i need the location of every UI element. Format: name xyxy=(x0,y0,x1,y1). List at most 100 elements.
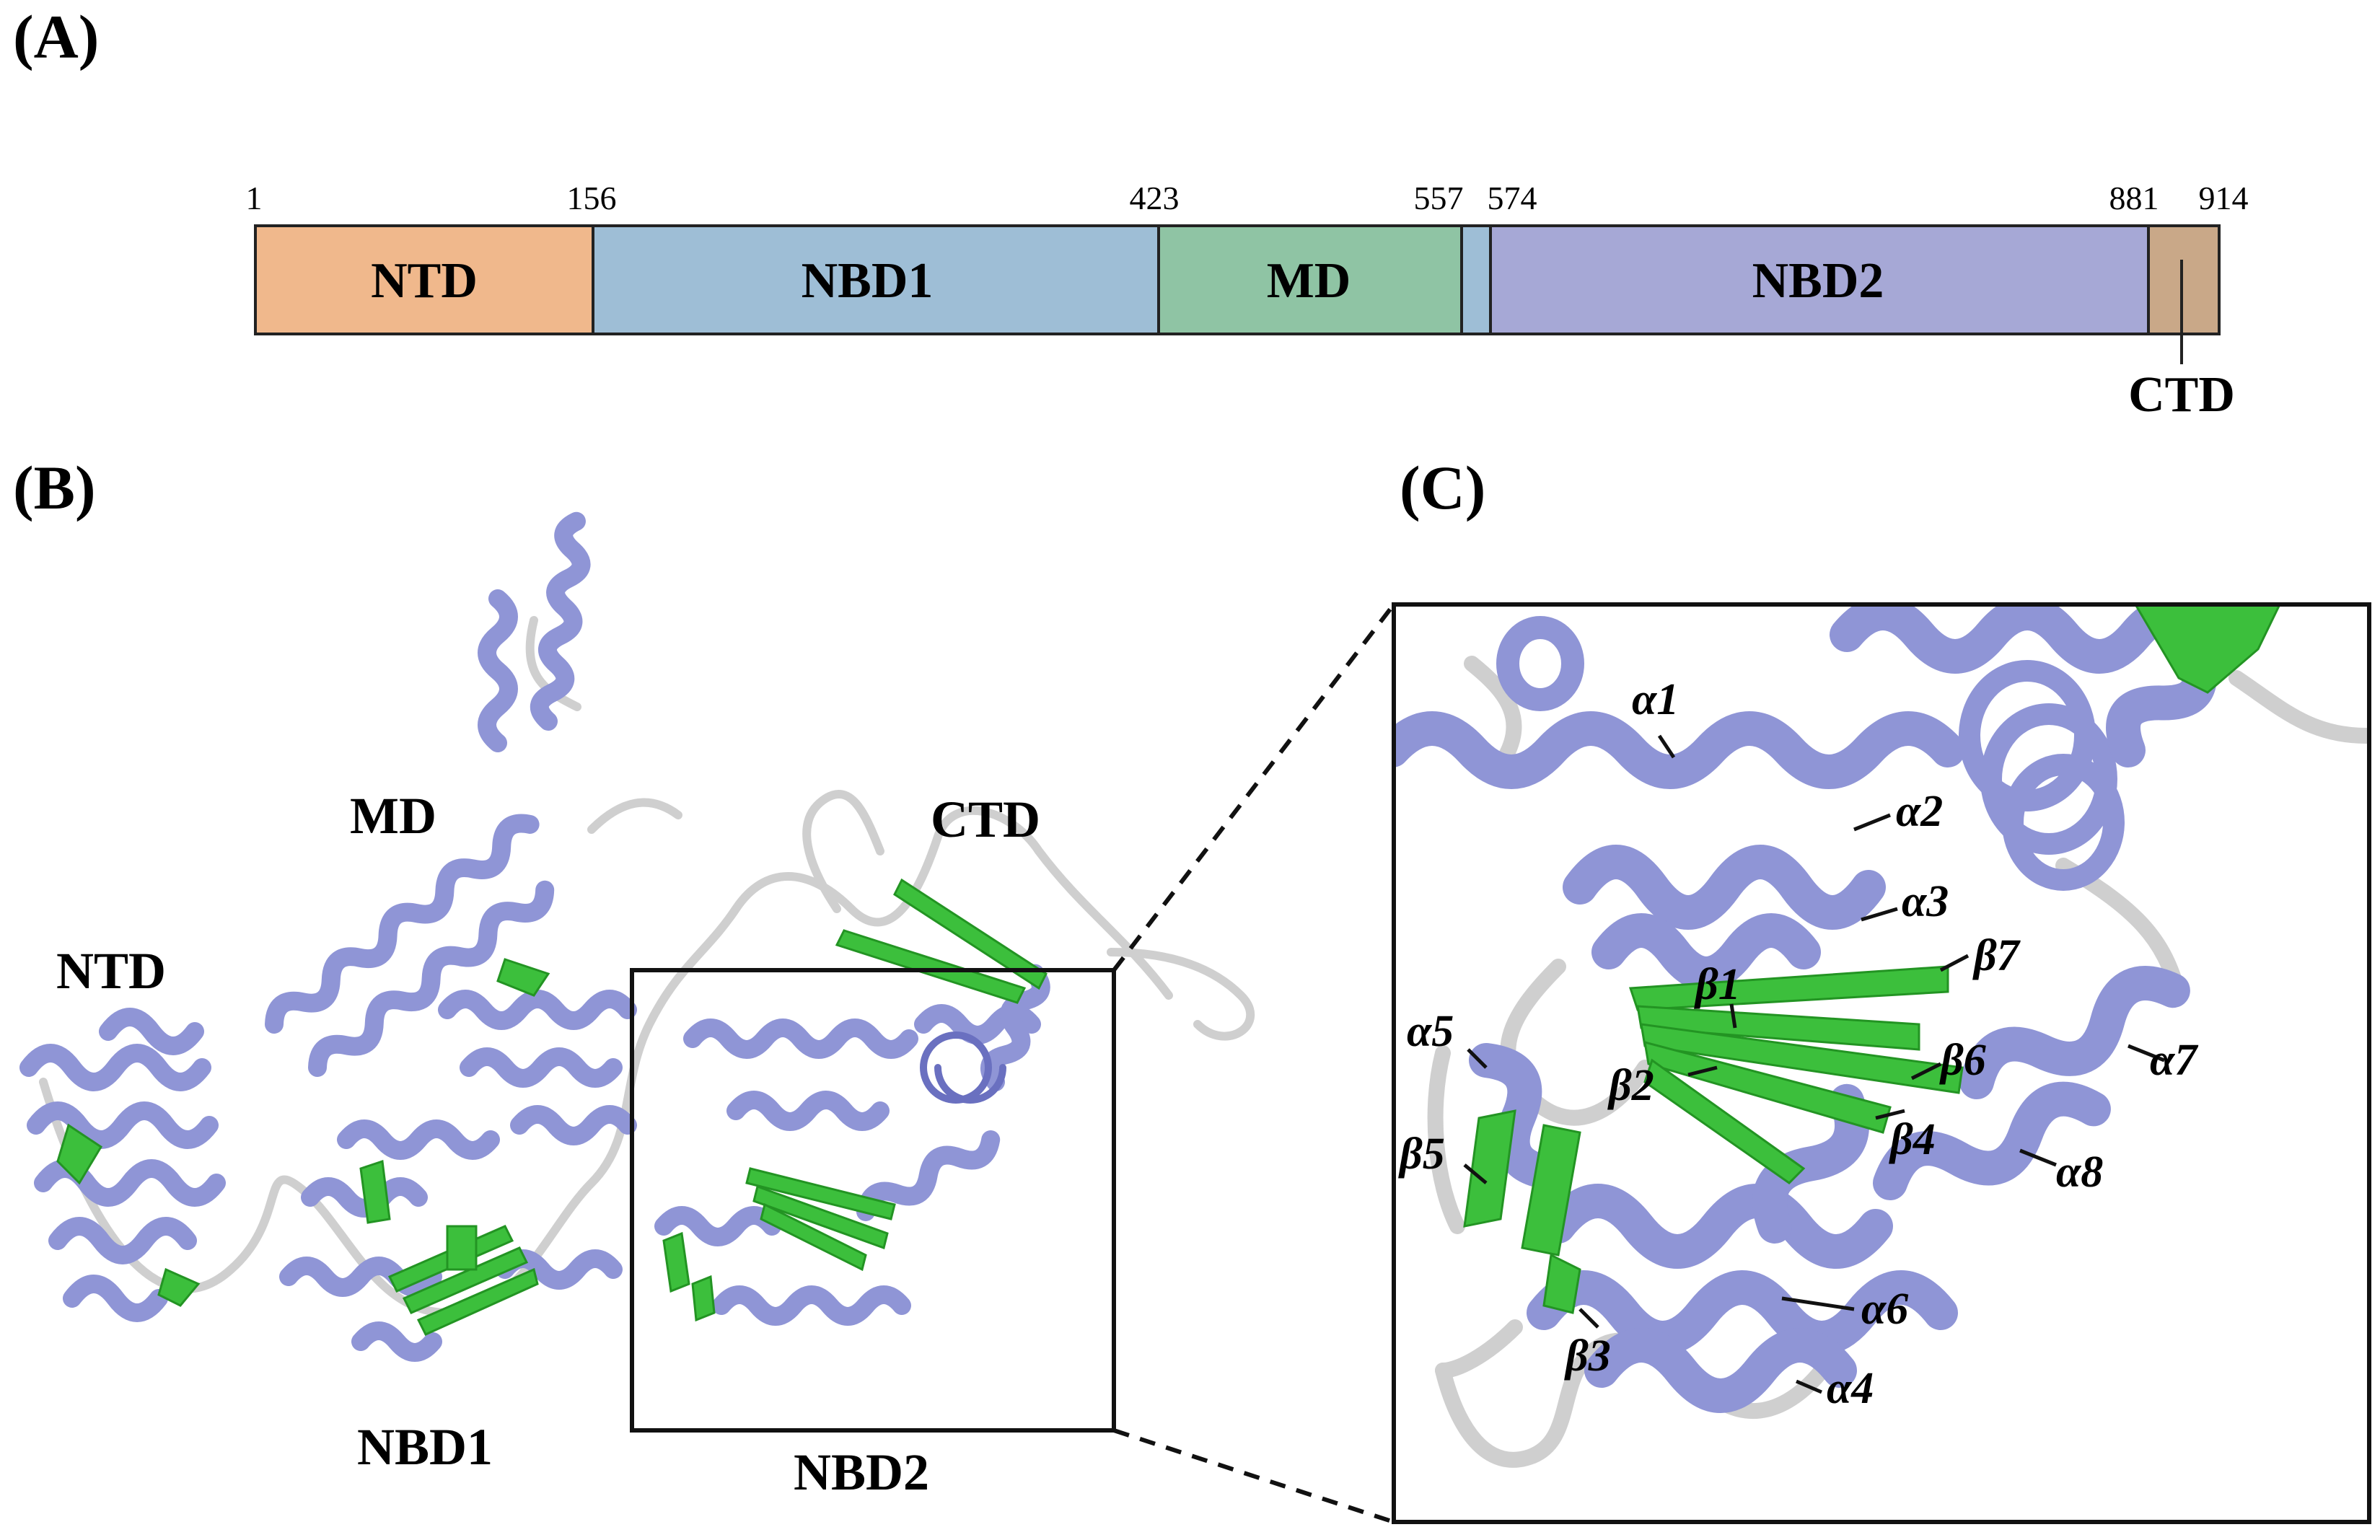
domain-segment-ntd xyxy=(254,224,594,335)
sheet xyxy=(157,1267,201,1307)
sheet xyxy=(662,1231,690,1293)
label-alpha7: α7 xyxy=(2150,1036,2199,1085)
helix xyxy=(683,1018,918,1059)
helix xyxy=(726,1091,890,1131)
helix xyxy=(301,1177,428,1218)
helix-alpha2 xyxy=(1563,845,1886,930)
structure-label-md: MD xyxy=(350,787,436,845)
position-label: 1 xyxy=(246,180,263,216)
domain-label-md: MD xyxy=(1267,253,1351,309)
helix-alpha1 xyxy=(1394,711,1965,789)
label-alpha4: α4 xyxy=(1827,1364,1874,1413)
strand-beta1 xyxy=(1636,1005,1920,1051)
zoom-connector-top xyxy=(1112,603,1396,972)
sheet xyxy=(496,958,550,997)
strand-beta3 xyxy=(1542,1253,1581,1314)
label-alpha6: α6 xyxy=(1861,1285,1908,1334)
zoom-box xyxy=(630,968,1116,1433)
domain-bar: NTD NBD1 MD NBD2 CTD 1 156 423 557 574 8… xyxy=(246,180,2249,423)
sheet xyxy=(56,1123,103,1185)
label-beta3: β3 xyxy=(1564,1332,1611,1381)
full-structure: MD CTD NTD NBD1 NBD2 xyxy=(19,511,1255,1501)
helix-end-on xyxy=(1959,660,2125,891)
strand-beta5 xyxy=(1463,1109,1516,1228)
helix-alpha7 xyxy=(1959,966,2190,1099)
sheet xyxy=(359,1159,391,1224)
loop-backbone xyxy=(39,806,1173,1318)
annotation-pointers xyxy=(1463,734,2165,1394)
sheet xyxy=(446,1225,478,1271)
helix xyxy=(856,1130,1001,1221)
ntd-structure xyxy=(19,1008,226,1322)
helix xyxy=(712,1285,911,1326)
structure-label-ctd: CTD xyxy=(931,791,1040,848)
zoom-structure xyxy=(1394,604,2369,1468)
label-beta2: β2 xyxy=(1607,1061,1654,1110)
label-beta6: β6 xyxy=(1939,1036,1986,1085)
label-alpha8: α8 xyxy=(2056,1148,2103,1197)
helix xyxy=(265,814,540,1034)
loop xyxy=(1435,1332,1840,1468)
nbd1-structure xyxy=(279,1119,623,1362)
domain-segment-ctd xyxy=(2147,224,2221,335)
helix xyxy=(510,1105,637,1145)
domain-segment-linker xyxy=(1460,224,1492,335)
position-label: 557 xyxy=(1414,180,1464,216)
strand-beta6 xyxy=(1640,1023,1964,1094)
label-alpha1: α1 xyxy=(1632,675,1679,724)
zoom-connector-bottom xyxy=(1113,1428,1395,1524)
sheet xyxy=(760,1202,867,1272)
domain-segment-md xyxy=(1157,224,1463,335)
helix-alpha3 xyxy=(1591,913,1821,991)
helix xyxy=(1541,1184,1893,1269)
helix xyxy=(63,1275,168,1322)
strand-beta4 xyxy=(1643,1058,1806,1184)
helix xyxy=(99,1008,204,1055)
strand xyxy=(1521,1124,1581,1257)
domain-label-ntd: NTD xyxy=(371,253,478,309)
strand-beta7 xyxy=(1628,965,1949,1011)
helix xyxy=(351,1321,442,1362)
loop xyxy=(1427,1045,1523,1378)
sheet xyxy=(752,1185,889,1249)
helix-alpha8 xyxy=(1873,1081,2111,1200)
position-label: 423 xyxy=(1130,180,1180,216)
helix xyxy=(1752,1083,1869,1244)
helix-alpha6 xyxy=(1527,1270,1958,1355)
label-beta4: β4 xyxy=(1889,1115,1936,1164)
domain-segment-nbd2 xyxy=(1489,224,2150,335)
helix xyxy=(27,1101,219,1149)
label-beta1: β1 xyxy=(1694,960,1741,1009)
helix xyxy=(530,511,591,731)
helix xyxy=(337,1119,500,1160)
helix xyxy=(654,1206,781,1246)
zoom-panel-frame xyxy=(1392,602,2371,1524)
position-label: 881 xyxy=(2109,180,2159,216)
helix xyxy=(48,1217,197,1264)
sheet xyxy=(745,1167,896,1220)
strand-beta2 xyxy=(1643,1040,1892,1134)
domain-label-nbd1: NBD1 xyxy=(802,253,934,309)
md-structure xyxy=(265,511,637,1145)
helix-end-on xyxy=(1496,616,1585,711)
sheet-ctd xyxy=(893,878,1048,990)
sheet xyxy=(691,1275,716,1322)
panel-label-c: (C) xyxy=(1400,453,1485,522)
helix xyxy=(19,1044,211,1091)
label-alpha3: α3 xyxy=(1902,877,1949,926)
label-alpha5: α5 xyxy=(1407,1007,1454,1056)
domain-label-nbd2: NBD2 xyxy=(1752,253,1884,309)
structure-label-nbd2: NBD2 xyxy=(794,1443,929,1501)
helix xyxy=(438,990,637,1030)
position-label: 914 xyxy=(2199,180,2249,216)
helix-alpha4 xyxy=(1584,1328,1857,1413)
position-label: 156 xyxy=(567,180,617,216)
sheet xyxy=(402,1246,529,1314)
strand xyxy=(2134,604,2281,694)
helix xyxy=(460,1047,623,1088)
nbd2-structure xyxy=(654,878,1050,1326)
helix-alpha5 xyxy=(1469,1043,1568,1190)
helix xyxy=(478,589,518,752)
helix xyxy=(308,880,555,1077)
